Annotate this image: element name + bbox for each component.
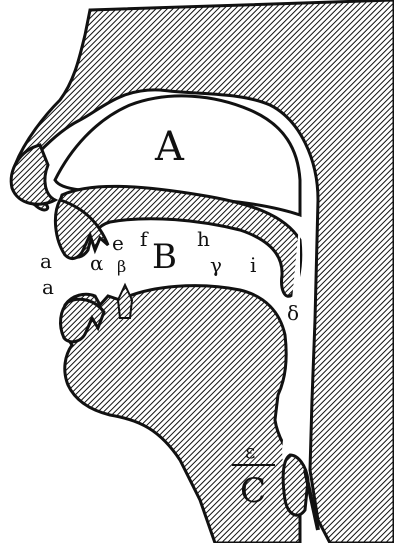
larynx-fold [283,455,308,515]
label-f: f [140,227,149,251]
label-h: h [197,227,210,251]
lower-teeth [118,285,132,318]
label-alpha: α [90,251,104,275]
label-i: i [250,253,256,277]
nose [11,145,55,204]
label-a-upper: a [40,249,52,273]
label-a-lower: a [42,275,54,299]
label-beta: β [117,257,126,276]
label-e: e [112,231,124,255]
label-epsilon: ε [245,439,255,463]
label-A: A [154,124,185,170]
label-C: C [240,471,266,511]
label-delta: δ [287,301,299,325]
label-gamma: γ [210,253,222,277]
label-B: B [152,237,177,277]
